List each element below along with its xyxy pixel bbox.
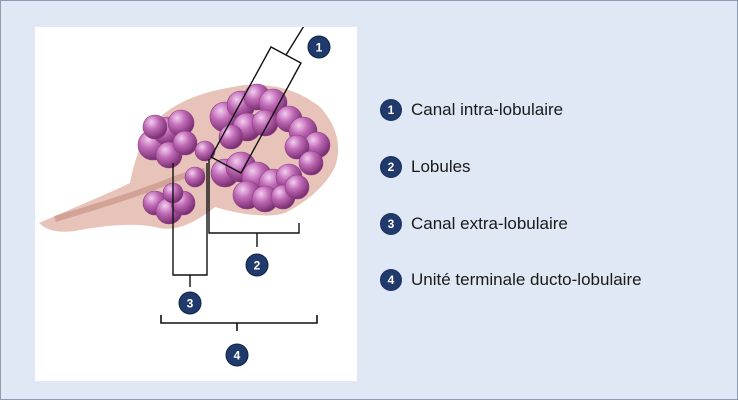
label-4-bracket	[161, 315, 317, 331]
marker-1-text: 1	[316, 41, 323, 55]
marker-3-text: 3	[187, 297, 194, 311]
legend-label-3: Canal extra-lobulaire	[411, 214, 568, 234]
lobule-illustration: 1 2 3 4	[35, 27, 357, 381]
marker-3: 3	[179, 292, 201, 314]
acinus-icon	[173, 131, 197, 155]
legend-badge-1: 1	[381, 100, 401, 120]
marker-2: 2	[246, 254, 268, 276]
legend-item-3: 3 Canal extra-lobulaire	[381, 211, 568, 237]
legend-badge-4: 4	[381, 270, 401, 290]
legend-badge-3: 3	[381, 214, 401, 234]
legend-item-4: 4 Unité terminale ducto-lobulaire	[381, 267, 642, 293]
acinus-icon	[252, 110, 278, 136]
acinus-icon	[285, 175, 309, 199]
marker-2-text: 2	[254, 259, 261, 273]
lobule-figure: 1 2 3 4	[35, 27, 357, 381]
legend-label-4: Unité terminale ducto-lobulaire	[411, 270, 642, 290]
legend-item-2: 2 Lobules	[381, 154, 471, 180]
marker-4: 4	[226, 344, 248, 366]
marker-1: 1	[308, 36, 330, 58]
marker-4-text: 4	[234, 349, 241, 363]
acinus-icon	[299, 151, 323, 175]
legend-badge-2: 2	[381, 157, 401, 177]
legend-item-1: 1 Canal intra-lobulaire	[381, 97, 563, 123]
acinus-icon	[143, 115, 167, 139]
legend-label-2: Lobules	[411, 157, 471, 177]
legend-label-1: Canal intra-lobulaire	[411, 100, 563, 120]
acinus-icon	[185, 167, 205, 187]
